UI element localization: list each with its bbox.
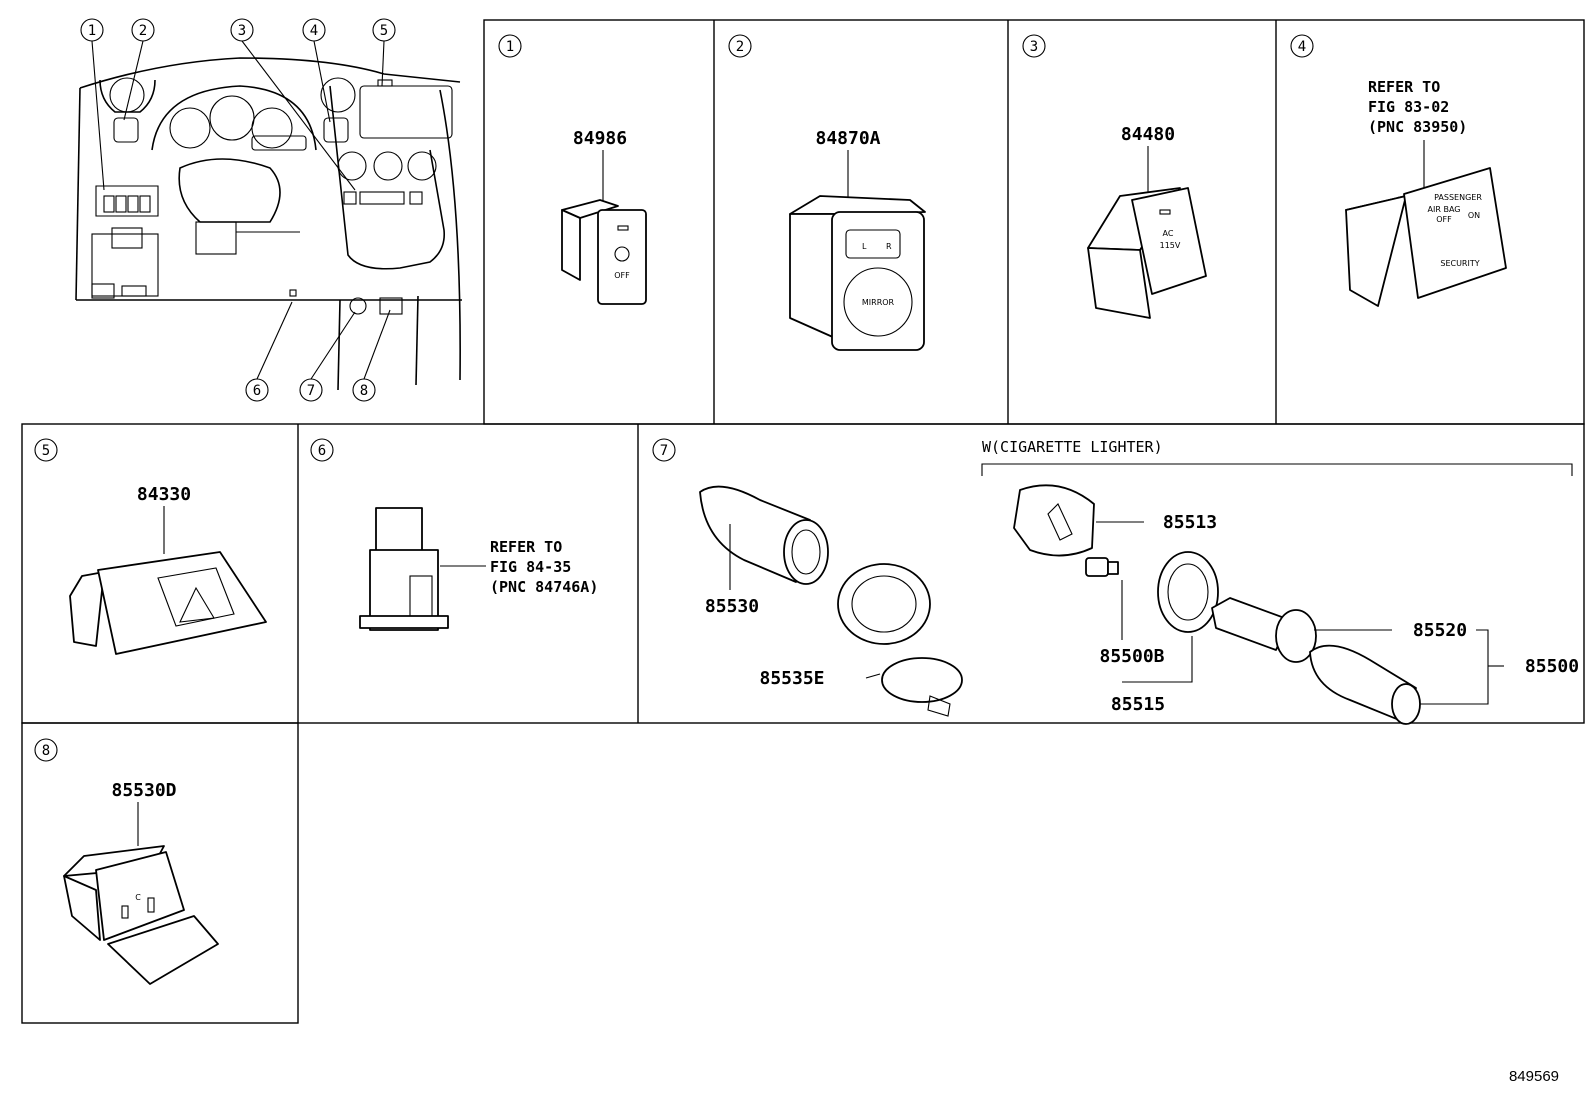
part-number-85530[interactable]: 85530 <box>705 596 759 617</box>
svg-text:4: 4 <box>1298 39 1306 55</box>
lighter-plug[interactable] <box>1309 644 1421 725</box>
power-outlet-socket[interactable] <box>699 485 829 585</box>
cigarette-lighter-group-label: W(CIGARETTE LIGHTER) <box>982 438 1163 456</box>
overview-callout-7[interactable]: 7 <box>299 378 323 402</box>
svg-text:8: 8 <box>42 743 50 759</box>
mirror-switch[interactable]: L R MIRROR <box>789 195 926 351</box>
overview-callout-4[interactable]: 4 <box>302 18 326 42</box>
svg-text:(PNC 83950): (PNC 83950) <box>1368 118 1467 136</box>
svg-text:1: 1 <box>506 39 514 55</box>
svg-text:3: 3 <box>1030 39 1038 55</box>
svg-text:OFF: OFF <box>1436 215 1452 224</box>
svg-text:7: 7 <box>307 383 315 399</box>
overview-callout-6[interactable]: 6 <box>245 378 269 402</box>
switch-connector[interactable] <box>359 507 449 631</box>
part-number-85500b[interactable]: 85500B <box>1099 646 1164 667</box>
part-number-85535e[interactable]: 85535E <box>759 668 824 689</box>
svg-text:2: 2 <box>139 23 147 39</box>
overview-callout-1[interactable]: 1 <box>80 18 104 42</box>
svg-text:1: 1 <box>88 23 96 39</box>
part-number-84330[interactable]: 84330 <box>137 484 191 505</box>
part-number-85515[interactable]: 85515 <box>1111 694 1165 715</box>
svg-text:L: L <box>862 242 867 251</box>
illumination-ring[interactable] <box>1157 551 1219 633</box>
panel-4-callout: 4 <box>1290 34 1314 58</box>
panel-1: 1 84986 OFF <box>498 34 647 305</box>
panel-2: 2 84870A L R MIRROR <box>728 34 926 351</box>
panel-6-callout: 6 <box>310 438 334 462</box>
svg-text:REFER TO: REFER TO <box>490 538 562 556</box>
part-number-84870a[interactable]: 84870A <box>815 128 880 149</box>
svg-text:PASSENGER: PASSENGER <box>1434 193 1482 202</box>
svg-text:FIG 83-02: FIG 83-02 <box>1368 98 1449 116</box>
svg-text:FIG 84-35: FIG 84-35 <box>490 558 571 576</box>
panel-3: 3 84480 AC 115V <box>1022 34 1207 319</box>
svg-text:SECURITY: SECURITY <box>1440 259 1479 268</box>
panel-5: 5 84330 <box>34 438 267 655</box>
svg-text:2: 2 <box>736 39 744 55</box>
part-number-84986[interactable]: 84986 <box>573 128 627 149</box>
svg-text:ON: ON <box>1468 211 1480 220</box>
panel-4: 4 REFER TO FIG 83-02 (PNC 83950) PASSENG… <box>1290 34 1507 307</box>
passenger-airbag-indicator[interactable]: PASSENGER AIR BAG OFF ON SECURITY <box>1345 167 1507 307</box>
svg-text:115V: 115V <box>1160 241 1181 250</box>
trac-off-switch[interactable]: OFF <box>561 199 647 305</box>
svg-text:7: 7 <box>660 443 668 459</box>
svg-text:REFER TO: REFER TO <box>1368 78 1440 96</box>
overview-callout-3[interactable]: 3 <box>230 18 254 42</box>
panel-7-callout: 7 <box>652 438 676 462</box>
panel-6: 6 REFER TO FIG 84-35 (PNC 84746A) <box>310 438 598 631</box>
svg-text:6: 6 <box>253 383 261 399</box>
svg-text:5: 5 <box>42 443 50 459</box>
svg-text:3: 3 <box>238 23 246 39</box>
figure-id: 849569 <box>1509 1068 1559 1085</box>
dashboard-overview: 1 2 3 4 5 6 7 8 <box>75 18 462 402</box>
lighter-socket-85520[interactable] <box>1211 597 1317 663</box>
bulb-85500b[interactable] <box>1085 557 1119 577</box>
svg-text:4: 4 <box>310 23 318 39</box>
panel-3-callout: 3 <box>1022 34 1046 58</box>
panel-2-callout: 2 <box>728 34 752 58</box>
panel-1-callout: 1 <box>498 34 522 58</box>
svg-text:AIR BAG: AIR BAG <box>1428 205 1461 214</box>
panel-frames <box>21 19 1585 1024</box>
svg-text:AC: AC <box>1163 229 1174 238</box>
panel-4-reference-note[interactable]: REFER TO FIG 83-02 (PNC 83950) <box>1368 78 1467 136</box>
lighter-cap-85513[interactable] <box>1013 484 1095 557</box>
svg-text:6: 6 <box>318 443 326 459</box>
panel-8-callout: 8 <box>34 738 58 762</box>
part-number-85500[interactable]: 85500 <box>1525 656 1579 677</box>
overview-callout-5[interactable]: 5 <box>372 18 396 42</box>
hazard-switch[interactable] <box>69 551 267 655</box>
svg-text:R: R <box>886 242 892 251</box>
svg-text:C: C <box>135 893 141 902</box>
panel-6-reference-note[interactable]: REFER TO FIG 84-35 (PNC 84746A) <box>490 538 598 596</box>
svg-text:MIRROR: MIRROR <box>862 298 895 307</box>
part-number-84480[interactable]: 84480 <box>1121 124 1175 145</box>
panel-7: 7 85530 85535E W(CIGARETTE LIGHTER) 8551… <box>652 438 1579 725</box>
svg-text:OFF: OFF <box>614 271 630 280</box>
overview-callout-8[interactable]: 8 <box>352 378 376 402</box>
svg-text:(PNC 84746A): (PNC 84746A) <box>490 578 598 596</box>
part-number-85520[interactable]: 85520 <box>1413 620 1467 641</box>
svg-text:5: 5 <box>380 23 388 39</box>
power-outlet-85530d[interactable]: C <box>63 845 219 985</box>
ac-power-outlet-switch[interactable]: AC 115V <box>1087 187 1207 319</box>
svg-text:8: 8 <box>360 383 368 399</box>
panel-5-callout: 5 <box>34 438 58 462</box>
part-number-85513[interactable]: 85513 <box>1163 512 1217 533</box>
part-number-85530d[interactable]: 85530D <box>111 780 176 801</box>
panel-8: 8 85530D C <box>34 738 219 985</box>
socket-ring-and-cap[interactable] <box>837 563 963 717</box>
overview-callout-2[interactable]: 2 <box>131 18 155 42</box>
